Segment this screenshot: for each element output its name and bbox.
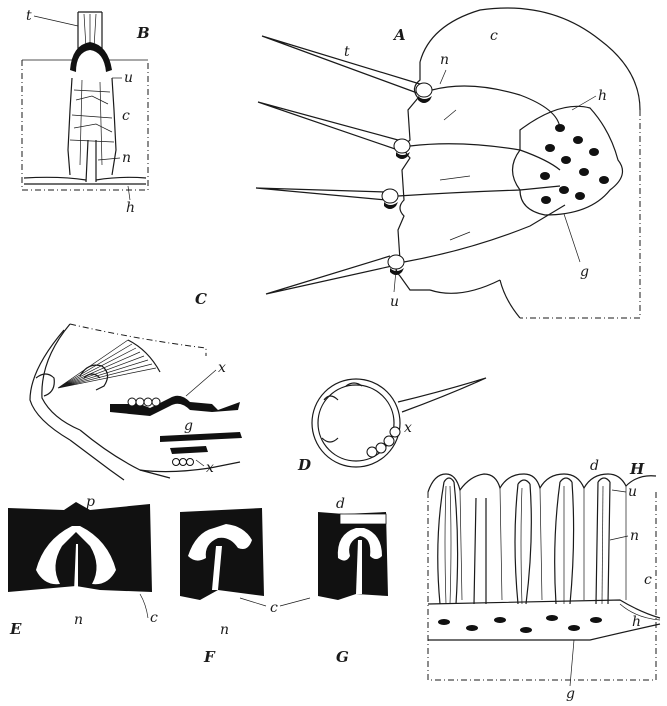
label-e: E xyxy=(9,620,22,638)
label-b-c: c xyxy=(122,108,130,124)
label-b-n: n xyxy=(122,150,131,166)
label-h-g: g xyxy=(566,686,575,702)
label-a-h: h xyxy=(598,88,607,104)
label-c-x2: x xyxy=(206,460,214,476)
label-b: B xyxy=(136,24,150,42)
label-d: D xyxy=(297,456,311,474)
label-c-g: g xyxy=(184,418,193,434)
figure-h: d H u n c h g xyxy=(428,458,660,702)
label-h-h: h xyxy=(632,614,641,630)
figure-e: p n c E xyxy=(8,494,158,638)
ganglion-band-cells xyxy=(438,615,602,633)
label-b-u: u xyxy=(124,70,133,86)
label-b-h: h xyxy=(126,200,135,216)
label-b-t: t xyxy=(26,8,32,24)
label-e-p: p xyxy=(86,494,95,510)
label-f: F xyxy=(203,648,216,666)
label-e-n: n xyxy=(74,612,83,628)
figure-d: x D xyxy=(297,378,486,474)
label-g-c: c xyxy=(270,600,278,616)
label-h-u: u xyxy=(628,484,637,500)
label-a-t: t xyxy=(344,44,350,60)
label-a-g: g xyxy=(580,264,589,280)
setal-sockets xyxy=(382,83,432,275)
label-h-d: d xyxy=(590,458,599,474)
label-g-d: d xyxy=(336,496,345,512)
label-f-n: n xyxy=(220,622,229,638)
label-a-c: c xyxy=(490,28,498,44)
label-h-c: c xyxy=(644,572,652,588)
figure-a: t A c n h g u xyxy=(256,8,640,318)
figure-f: n F xyxy=(180,508,264,666)
label-h: H xyxy=(629,460,645,478)
label-c-x1: x xyxy=(218,360,226,376)
label-a: A xyxy=(392,26,406,44)
label-h-n: n xyxy=(630,528,639,544)
figure-c: C x g x xyxy=(30,290,242,480)
label-d-x: x xyxy=(404,420,412,436)
figure-b: t B u c n h xyxy=(22,8,150,216)
label-a-n: n xyxy=(440,52,449,68)
label-c: C xyxy=(195,290,207,308)
label-a-u: u xyxy=(390,294,399,310)
label-g: G xyxy=(336,648,349,666)
label-e-c: c xyxy=(150,610,158,626)
